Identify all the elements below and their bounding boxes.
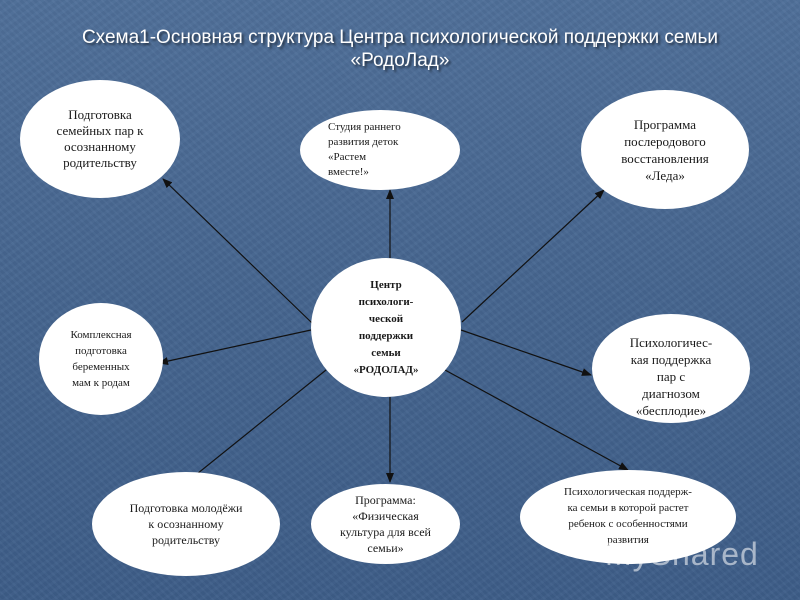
node-pregnant: Комплексная подготовка беременных мам к … (39, 303, 163, 415)
node-postnatal: Программа послеродового восстановления «… (581, 90, 749, 209)
arrow-to-infertility (460, 329, 592, 376)
watermark-text: MyShared (605, 536, 759, 572)
arrow-to-postnatal (461, 189, 605, 323)
center-node: Центр психологи- ческой поддержки семьи … (311, 258, 461, 397)
node-infertility: Психологичес- кая поддержка пар с диагно… (592, 314, 750, 423)
node-youth: Подготовка молодёжи к осознанному родите… (92, 472, 280, 576)
arrow-to-special (444, 369, 629, 471)
watermark-logo: MyShared (605, 536, 759, 573)
node-physical: Программа: «Физическая культура для всей… (311, 484, 460, 564)
node-early-studio: Студия раннего развития деток «Растем вм… (300, 110, 460, 190)
arrow-to-family-pairs (162, 178, 313, 324)
node-special: Психологическая поддерж- ка семьи в кото… (520, 470, 736, 564)
node-family-pairs: Подготовка семейных пар к осознанному ро… (20, 80, 180, 198)
arrow-to-pregnant (158, 329, 312, 365)
page-title: Схема1-Основная структура Центра психоло… (81, 27, 719, 71)
arrow-to-youth (186, 369, 327, 483)
